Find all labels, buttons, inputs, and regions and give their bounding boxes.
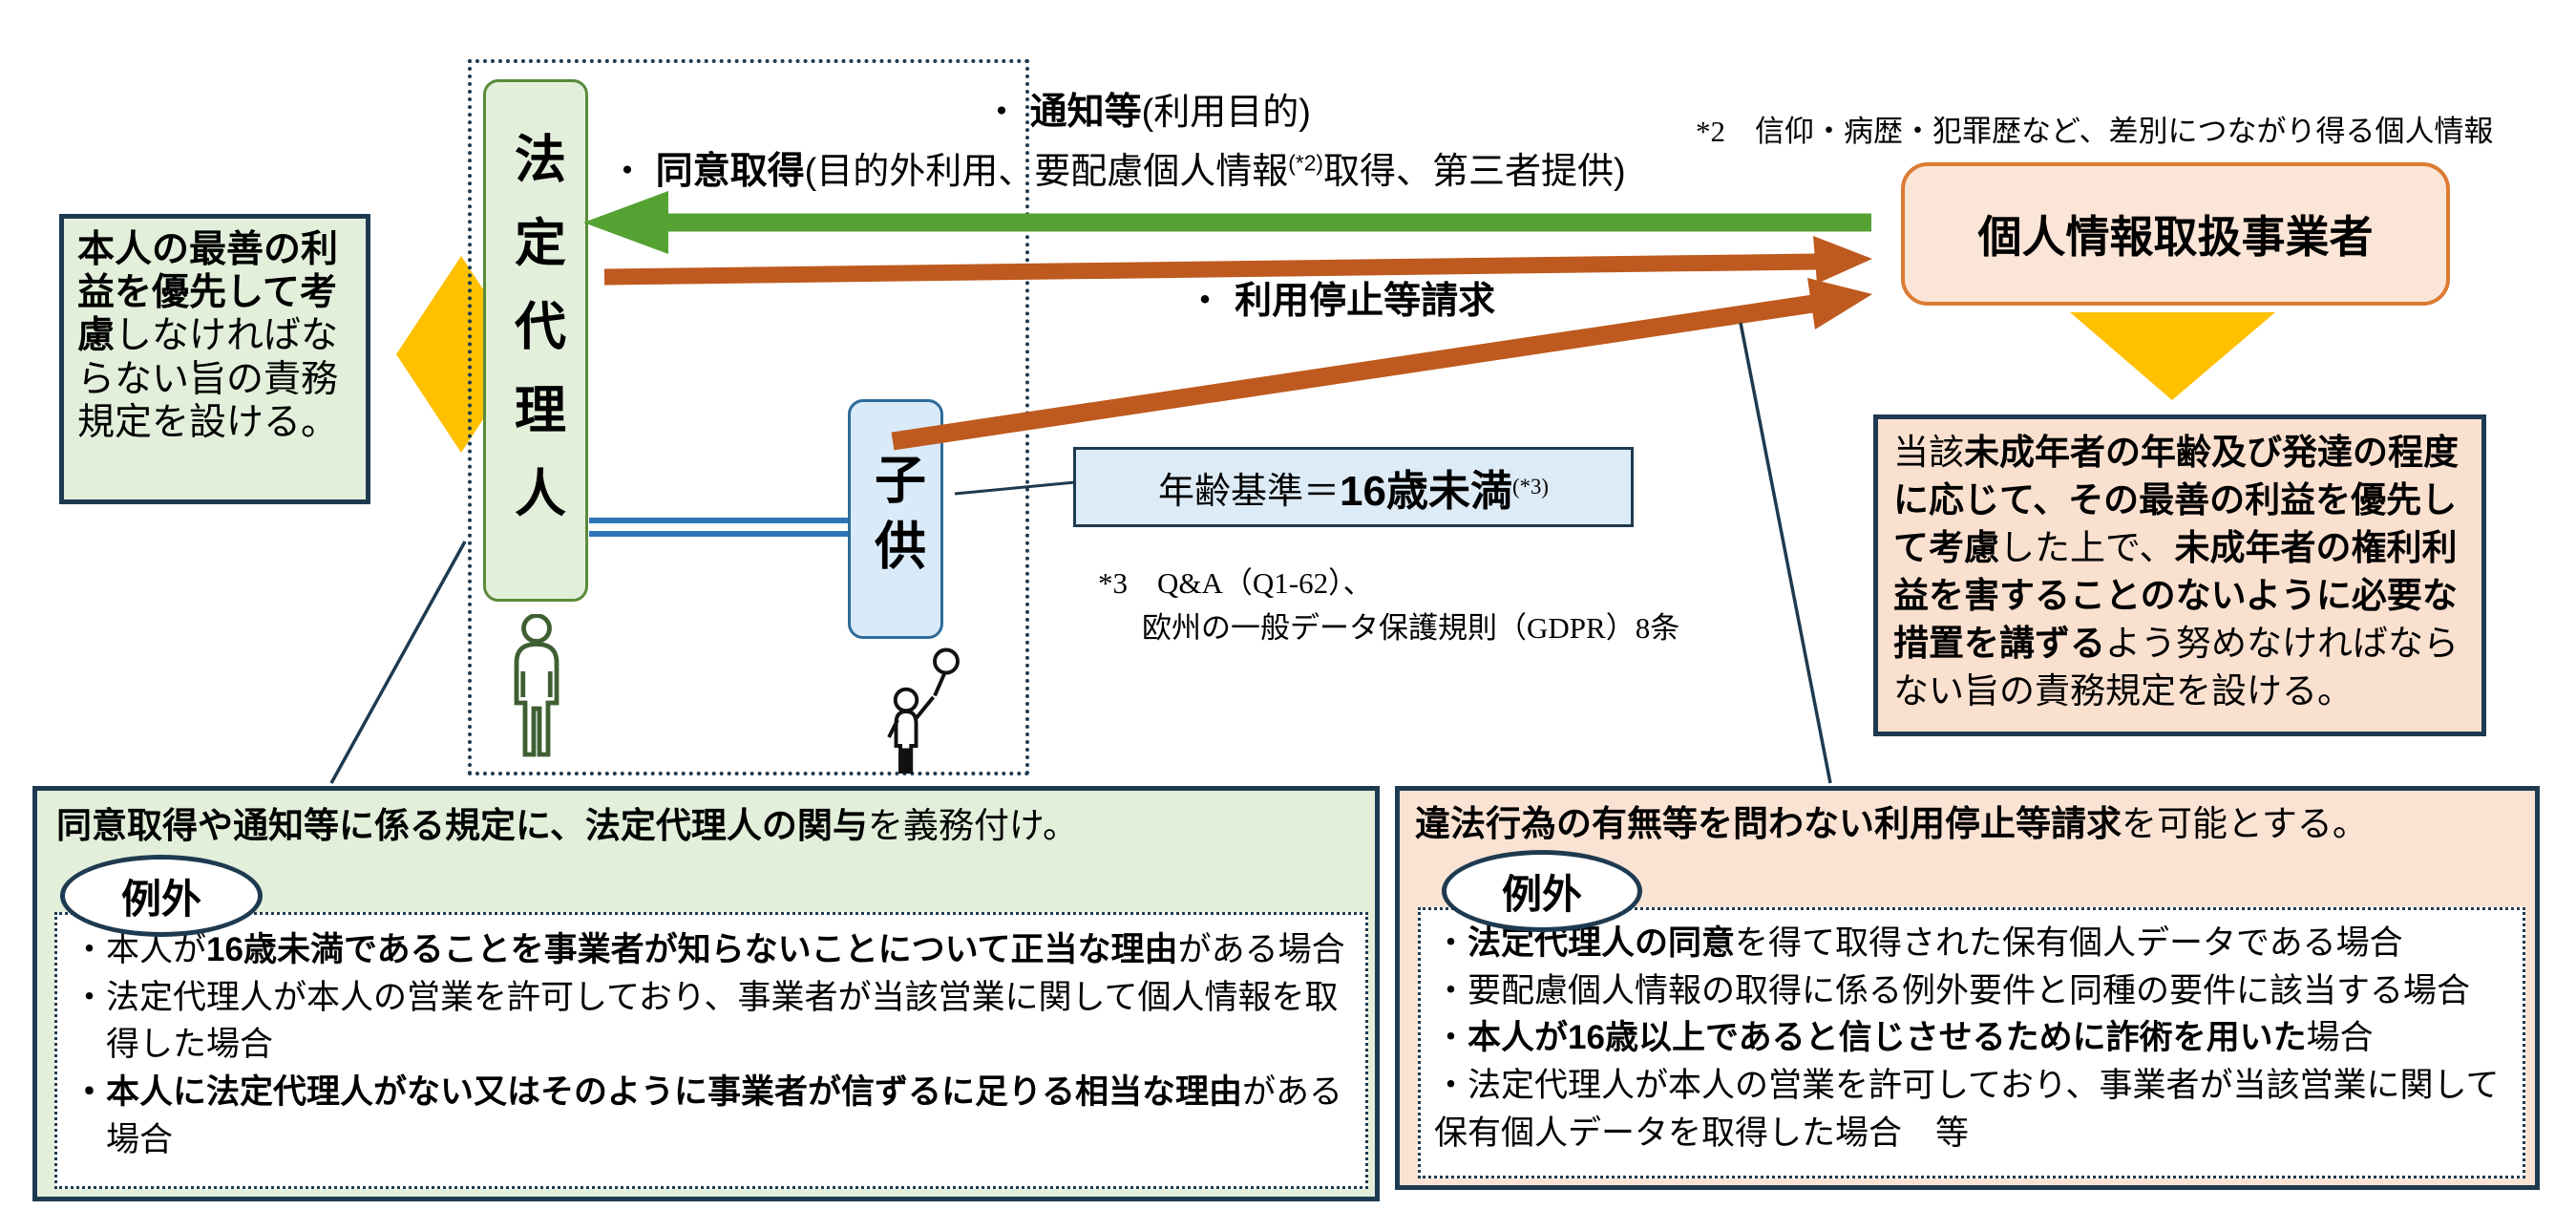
list-item: ・要配慮個人情報の取得に係る例外要件と同種の要件に該当する場合 <box>1434 971 2471 1009</box>
age-criterion-box: 年齢基準＝16歳未満(*3) <box>1073 447 1634 527</box>
list-item: ・法定代理人の同意を得て取得された保有個人データである場合 <box>1434 924 2403 962</box>
right-panel-connector <box>1739 322 1832 784</box>
adult-figure-icon <box>514 614 560 757</box>
minor-consideration-note: 当該未成年者の年齢及び発達の程度に応じて、その最善の利益を優先して考慮した上で、… <box>1873 414 2486 736</box>
footnote-2: *2 信仰・病歴・犯罪歴など、差別につながり得る個人情報 <box>1696 115 2494 148</box>
exception-badge: 例外 <box>60 855 263 937</box>
legal-guardian-box: 法定代理人 <box>483 79 588 602</box>
footnote-3-line1: *3 Q&A（Q1-62）、 <box>1098 566 1373 600</box>
guardian-duty-note: 本人の最善の利益を優先して考慮しなければならない旨の責務規定を設ける。 <box>59 214 370 504</box>
guardian-involvement-panel: 同意取得や通知等に係る規定に、法定代理人の関与を義務付け。 例外 ・本人が16歳… <box>32 786 1380 1201</box>
panel-title: 同意取得や通知等に係る規定に、法定代理人の関与を義務付け。 <box>56 806 1079 845</box>
child-balloon-icon <box>887 647 960 774</box>
panel-title: 違法行為の有無等を問わない利用停止等請求を可能とする。 <box>1415 804 2368 843</box>
child-label: 子供 <box>866 453 924 585</box>
yellow-down-arrow <box>2070 312 2275 400</box>
stop-request-arrow-label: ・ 利用停止等請求 <box>1186 280 1496 322</box>
exception-list: ・本人が16歳未満であることを事業者が知らないことについて正当な理由がある場合 … <box>54 912 1368 1189</box>
left-panel-connector <box>329 541 467 784</box>
child-box: 子供 <box>848 399 943 639</box>
list-item: ・法定代理人が本人の営業を許可しており、事業者が当該営業に関して個人情報を取得し… <box>73 978 1339 1064</box>
list-item: ・法定代理人が本人の営業を許可しており、事業者が当該営業に関して保有個人データを… <box>1434 1067 2500 1152</box>
list-item: ・本人が16歳未満であることを事業者が知らないことについて正当な理由がある場合 <box>73 931 1345 968</box>
list-item: ・本人に法定代理人がない又はそのように事業者が信ずるに足りる相当な理由がある場合 <box>73 1073 1343 1158</box>
consent-arrow-label: ・ 同意取得(目的外利用、要配慮個人情報(*2)取得、第三者提供) <box>609 150 1626 192</box>
notice-arrow-label: ・ 通知等(利用目的) <box>983 92 1311 133</box>
footnote-3-line2: 欧州の一般データ保護規則（GDPR）8条 <box>1142 611 1680 645</box>
exception-list: ・法定代理人の同意を得て取得された保有個人データである場合 ・要配慮個人情報の取… <box>1418 907 2525 1178</box>
stop-request-panel: 違法行為の有無等を問わない利用停止等請求を可能とする。 例外 ・法定代理人の同意… <box>1395 786 2540 1190</box>
business-operator-box: 個人情報取扱事業者 <box>1901 162 2450 306</box>
exception-badge: 例外 <box>1442 850 1642 932</box>
legal-guardian-label: 法定代理人 <box>506 131 564 550</box>
list-item: ・本人が16歳以上であると信じさせるために詐術を用いた場合 <box>1434 1019 2374 1057</box>
